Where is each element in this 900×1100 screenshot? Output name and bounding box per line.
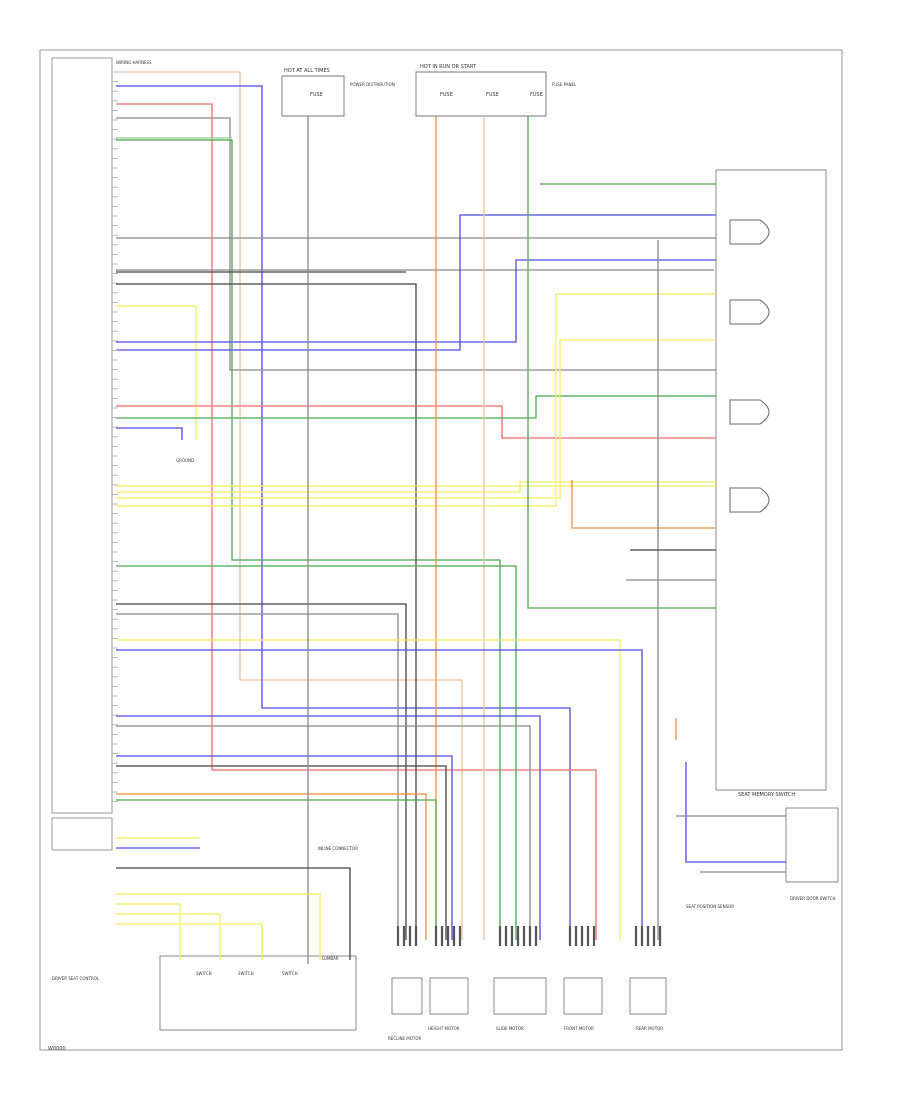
wire-14 (116, 405, 716, 439)
fuse-block-b: HOT IN RUN OR START FUSE FUSE FUSE FUSE … (415, 64, 577, 117)
fuse-c-label: FUSE (486, 92, 499, 98)
pre-fuse-label: POWER DISTRIBUTION (350, 82, 395, 87)
bottom-switch-label-2: SWITCH (238, 971, 254, 976)
fuse-a-label: FUSE (310, 92, 323, 98)
wire-39 (116, 799, 437, 940)
wire-group (116, 71, 786, 964)
wire-47 (116, 893, 321, 960)
lower-module-box (51, 817, 113, 851)
motor-connector-1 (391, 977, 423, 1015)
driver-seat-ctrl-label: DRIVER SEAT CONTROL (52, 976, 100, 981)
height-motor-label: HEIGHT MOTOR (428, 1026, 460, 1031)
diagram-border (39, 49, 843, 1051)
motor-connector-3 (493, 977, 547, 1015)
fuse-block-b-title: HOT IN RUN OR START (420, 64, 477, 70)
switch-symbol-4 (729, 487, 770, 513)
wire-33 (116, 649, 643, 940)
connector-pin-group (112, 71, 118, 802)
wire-35 (116, 725, 531, 940)
wire-19 (116, 293, 716, 507)
wire-18 (116, 481, 716, 493)
wire-34 (116, 715, 541, 940)
slide-motor-label: SLIDE MOTOR (496, 1026, 524, 1031)
wire-3 (116, 103, 597, 940)
wire-13 (116, 259, 716, 343)
wire-24 (527, 116, 716, 609)
switch-symbol-1 (729, 219, 770, 245)
switch-symbol-3 (729, 399, 770, 425)
wire-32 (116, 639, 621, 940)
wire-29 (116, 565, 517, 940)
wire-46 (116, 923, 263, 960)
wire-12 (116, 214, 716, 351)
motor-connector-4 (563, 977, 603, 1015)
fuse-block-a: HOT AT ALL TIMES FUSE POWER DISTRIBUTION (281, 68, 395, 117)
lumbar-label: LUMBAR (322, 956, 339, 961)
front-motor-label: FRONT MOTOR (564, 1026, 594, 1031)
wire-15 (116, 395, 716, 419)
right-module-label: SEAT MEMORY SWITCH (738, 792, 795, 798)
wire-48 (685, 762, 786, 863)
motor-connector-group (391, 926, 667, 1015)
bottom-switch-label-3: SWITCH (282, 971, 298, 976)
fuse-panel-label: FUSE PANEL (552, 82, 577, 87)
driver-door-switch-box (785, 807, 839, 883)
wire-4 (116, 117, 716, 371)
wire-30 (116, 603, 407, 940)
wire-37 (116, 765, 447, 940)
driver-door-module-label: DRIVER DOOR SWITCH (790, 896, 835, 901)
ground-label: GROUND (176, 458, 194, 463)
fuse-d-label: FUSE (530, 92, 543, 98)
wire-16 (116, 427, 183, 440)
wire-36 (116, 755, 453, 940)
wire-1 (116, 71, 463, 940)
bottom-switch-label-1: SWITCH (196, 971, 212, 976)
seat-position-sensor-label: SEAT POSITION SENSOR (686, 904, 734, 909)
wire-5 (116, 139, 501, 940)
switch-symbol-group (729, 219, 770, 513)
wire-21 (571, 480, 716, 529)
wire-45 (116, 913, 221, 960)
switch-symbol-2 (729, 299, 770, 325)
rear-motor-label: REAR MOTOR (636, 1026, 663, 1031)
wire-9 (116, 283, 417, 940)
wire-38 (116, 793, 427, 940)
wire-43 (116, 867, 351, 960)
right-switch-module (715, 169, 827, 791)
footer-code: W0000 (48, 1046, 66, 1052)
inline-connector-label: INLINE CONNECTOR (318, 846, 358, 851)
connector-left-label: WIRING HARNESS (116, 60, 152, 65)
wire-11 (116, 305, 197, 440)
recline-motor-label: RECLINE MOTOR (388, 1036, 421, 1041)
fuse-block-a-title: HOT AT ALL TIMES (284, 68, 330, 74)
wire-44 (116, 903, 181, 960)
control-module-box (51, 57, 113, 814)
wire-2 (116, 85, 571, 940)
wire-20 (116, 339, 716, 499)
seat-control-switch-box (159, 955, 357, 1031)
motor-connector-5 (629, 977, 667, 1015)
wire-31 (116, 613, 399, 940)
fuse-b-label: FUSE (440, 92, 453, 98)
motor-connector-2 (429, 977, 469, 1015)
